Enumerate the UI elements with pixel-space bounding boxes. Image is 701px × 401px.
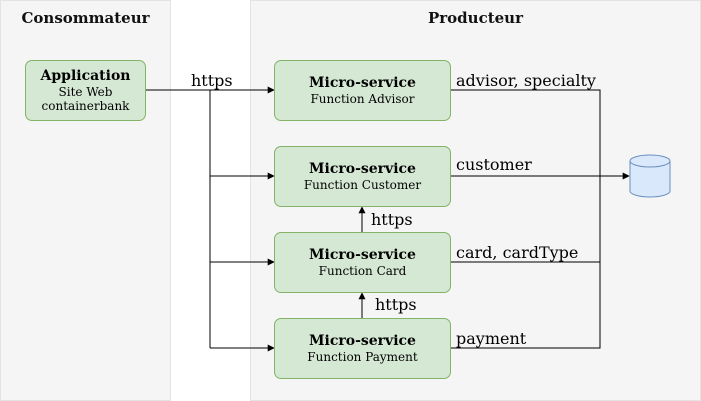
microservice-advisor-node[interactable]: Micro-service Function Advisor: [274, 60, 451, 121]
edge-label-https-card-customer: https: [371, 210, 413, 229]
microservice-payment-node[interactable]: Micro-service Function Payment: [274, 318, 451, 379]
consumer-panel-title: Consommateur: [21, 9, 150, 27]
microservice-customer-subtitle: Function Customer: [303, 178, 422, 192]
microservice-customer-title: Micro-service: [309, 161, 416, 177]
microservice-customer-node[interactable]: Micro-service Function Customer: [274, 146, 451, 207]
edge-label-https-payment-card: https: [375, 295, 417, 314]
application-line1: Site Web: [58, 85, 113, 99]
database-icon: [629, 154, 671, 198]
microservice-payment-title: Micro-service: [309, 333, 416, 349]
data-label-customer: customer: [456, 155, 532, 174]
producer-panel-title: Producteur: [428, 9, 523, 27]
edge-payment-to-db: [451, 176, 601, 349]
edge-advisor-to-db: [451, 89, 601, 176]
microservice-advisor-subtitle: Function Advisor: [310, 92, 415, 106]
data-label-advisor: advisor, specialty: [456, 71, 596, 90]
microservice-card-title: Micro-service: [309, 247, 416, 263]
microservice-payment-subtitle: Function Payment: [307, 350, 418, 364]
edge-label-https-consumer: https: [191, 71, 233, 90]
application-title: Application: [40, 68, 131, 84]
application-node[interactable]: Application Site Web containerbank: [25, 60, 146, 121]
microservice-card-node[interactable]: Micro-service Function Card: [274, 232, 451, 293]
application-line2: containerbank: [41, 99, 130, 113]
microservice-card-subtitle: Function Card: [318, 264, 407, 278]
microservice-advisor-title: Micro-service: [309, 75, 416, 91]
data-label-payment: payment: [456, 329, 527, 348]
data-label-card: card, cardType: [456, 243, 579, 262]
